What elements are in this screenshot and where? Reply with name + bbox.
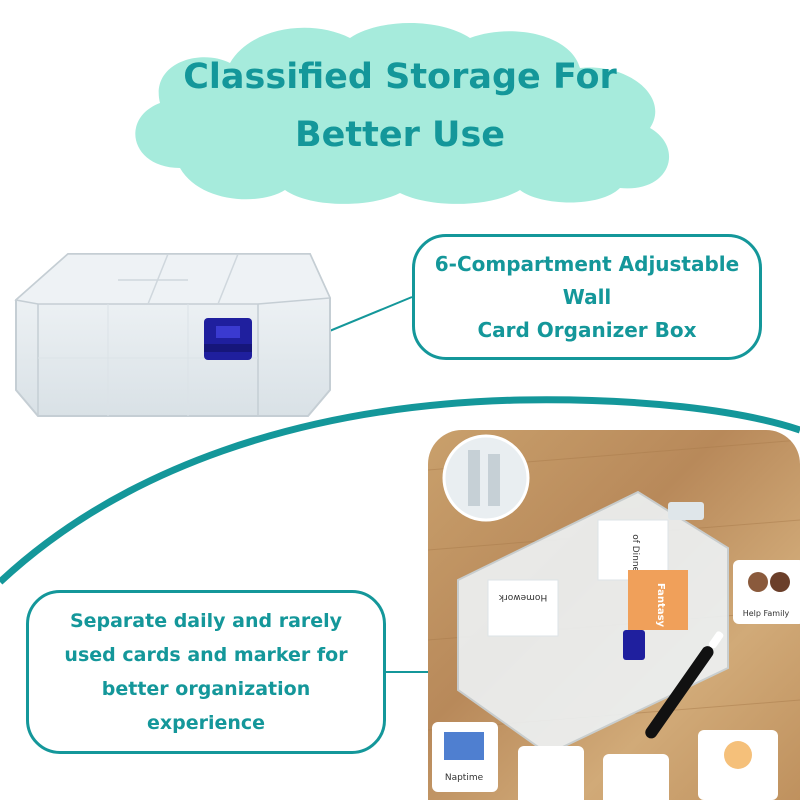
card-homework-label: Homework (498, 592, 547, 602)
headline-line-2: Better Use (294, 115, 506, 155)
callout-top-line-1: 6-Compartment Adjustable (434, 251, 740, 276)
callout-bottom-line-2: used cards and marker for (64, 644, 348, 666)
callout-bottom-line-4: experience (146, 712, 266, 734)
zoom-inset (442, 434, 530, 522)
callout-bottom-line-1: Separate daily and rarely (69, 610, 343, 632)
card-dinner-label: of Dinner (630, 534, 640, 576)
card-fantasy (628, 570, 688, 630)
box-latch (623, 630, 645, 660)
organizer-box-image (14, 253, 332, 417)
product-in-use-photo: of Dinner Homework Fantasy Help Family N… (428, 430, 800, 800)
cloud-background (135, 23, 670, 204)
headline: Classified Storage For Better Use (120, 48, 680, 164)
photo-scene: of Dinner Homework Fantasy Help Family N… (428, 434, 800, 800)
callout-top-line-2: Wall (562, 284, 612, 309)
card-fantasy-label: Fantasy (655, 583, 666, 628)
callout-product-description: 6-Compartment Adjustable Wall Card Organ… (412, 234, 762, 360)
card-naptime-label: Naptime (445, 773, 484, 783)
callout-usage-description: Separate daily and rarely used cards and… (26, 590, 386, 754)
headline-line-1: Classified Storage For (183, 57, 617, 97)
marker (645, 631, 724, 739)
card-help-family-label: Help Family (743, 609, 790, 618)
teal-wave (0, 396, 800, 585)
card-homework (487, 579, 559, 637)
callout-bottom-line-3: better organization (101, 678, 311, 700)
callout-top-line-3: Card Organizer Box (477, 317, 697, 342)
